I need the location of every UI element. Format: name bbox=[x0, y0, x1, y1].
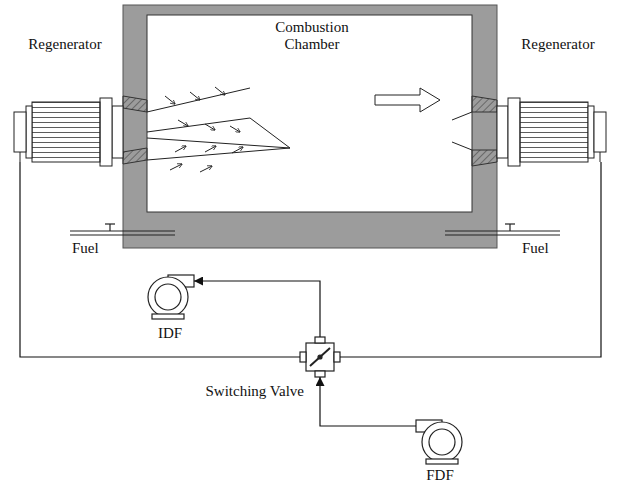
port-block bbox=[123, 148, 147, 164]
node-label: Combustion Chamber bbox=[257, 19, 367, 52]
duct-line bbox=[320, 377, 416, 426]
combustion-chamber: Combustion Chamber bbox=[123, 5, 497, 248]
fan-symbol bbox=[148, 275, 194, 319]
valve-symbol bbox=[300, 337, 340, 377]
regenerator: Regenerator bbox=[501, 30, 615, 162]
node-label: FDF bbox=[426, 467, 454, 484]
port-block bbox=[472, 150, 497, 166]
furnace-wall bbox=[123, 5, 497, 248]
burner-flame bbox=[147, 87, 290, 172]
fan-symbol bbox=[416, 420, 462, 464]
node-label: Regenerator bbox=[521, 36, 594, 53]
duct-line bbox=[20, 162, 300, 357]
exhaust-port bbox=[452, 112, 472, 150]
switching-valve: Switching Valve bbox=[300, 337, 340, 377]
port-block bbox=[123, 96, 147, 112]
duct-line bbox=[194, 281, 320, 337]
chamber-interior bbox=[147, 15, 472, 212]
duct-line bbox=[340, 162, 601, 357]
regenerator-body bbox=[14, 98, 123, 166]
port-block bbox=[472, 96, 497, 112]
fuel-pipe bbox=[70, 224, 560, 235]
node-label: Regenerator bbox=[28, 36, 101, 53]
flow-arrow bbox=[375, 88, 440, 112]
regenerator-body bbox=[497, 98, 606, 166]
node-label: Switching Valve bbox=[206, 383, 304, 400]
node-label: IDF bbox=[158, 325, 182, 342]
pipe-label: Fuel bbox=[72, 240, 99, 257]
forced-draft-fan: FDF bbox=[416, 420, 464, 464]
induced-draft-fan: IDF bbox=[146, 275, 194, 319]
pipe-label: Fuel bbox=[522, 240, 549, 257]
regenerator: Regenerator bbox=[8, 30, 122, 162]
